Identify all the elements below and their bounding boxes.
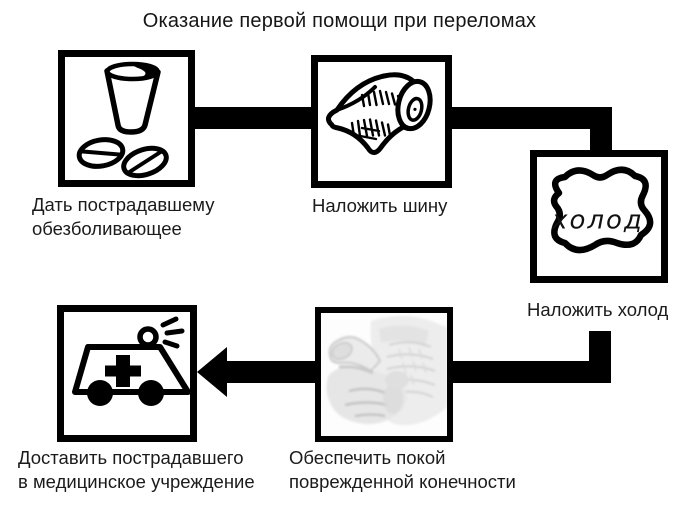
- cup-body: [104, 68, 161, 135]
- arrowhead-left-icon: [197, 347, 227, 397]
- step-box-cold: холод: [530, 150, 668, 283]
- page-title: Оказание первой помощи при переломах: [142, 10, 537, 32]
- caption-cold: Наложить холод: [527, 299, 669, 320]
- caption-splint: Наложить шину: [312, 195, 448, 216]
- ice-pack-blob: [550, 166, 654, 254]
- caption-painkiller: Дать пострадавшему обезболивающее: [32, 194, 215, 239]
- bandage-hatch-upper: [360, 89, 403, 108]
- knuckle-shadow: [383, 384, 403, 414]
- bandage-crease: [335, 85, 377, 112]
- wheel-rear: [87, 380, 113, 406]
- step-box-splint: [311, 55, 452, 188]
- thumbnail: [331, 341, 353, 361]
- ice-pack-icon: холод: [550, 166, 654, 254]
- bandage-roll-icon: [326, 72, 433, 155]
- finger-creases: [344, 387, 388, 418]
- step-box-hospital: [57, 305, 197, 442]
- caption-rest: Обеспечить покой поврежденной конечности: [289, 447, 516, 492]
- red-cross: [105, 355, 141, 387]
- bandaged-hand-photo: [321, 313, 447, 436]
- index-fingertip: [385, 371, 409, 389]
- ice-pack-label: холод: [551, 206, 644, 236]
- bandage-hatch-lower: [350, 118, 392, 141]
- siren-rays: [160, 316, 185, 349]
- step-box-painkiller: [58, 50, 195, 187]
- step-box-rest: [315, 307, 453, 442]
- caption-hospital: Доставить пострадавшего в медицинское уч…: [18, 447, 255, 492]
- wheel-front: [138, 380, 164, 406]
- bandage-fold: [379, 325, 429, 347]
- connector-top-vertical: [590, 120, 612, 155]
- ambulance-icon: [72, 316, 190, 406]
- cup-and-pills-icon: [76, 61, 169, 179]
- cup-rim-shade: [132, 63, 158, 80]
- siren-light: [137, 326, 159, 348]
